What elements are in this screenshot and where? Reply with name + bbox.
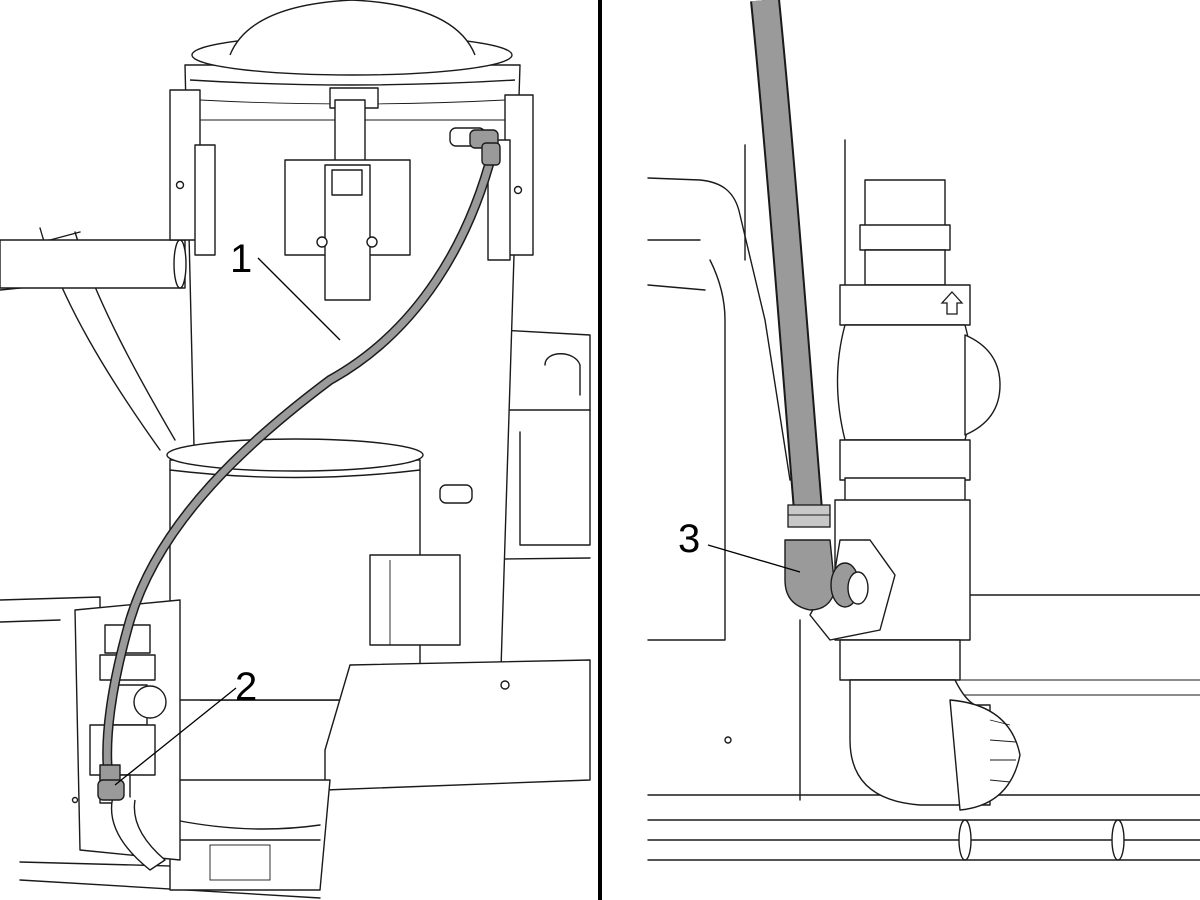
callout-2-label: 2 — [235, 665, 257, 709]
machine-frame-right — [647, 139, 1200, 861]
lower-canister — [166, 438, 461, 701]
fitting-stack — [809, 179, 1021, 811]
elbow-fitting-3 — [784, 504, 869, 611]
callout-2: 2 — [114, 665, 257, 786]
hose-right — [750, 0, 823, 512]
right-panel: 3 — [647, 0, 1200, 861]
rail-bar — [0, 239, 187, 289]
up-arrow-icon — [940, 291, 964, 315]
callout-1: 1 — [230, 237, 341, 341]
callout-1-label: 1 — [230, 237, 252, 281]
callout-3-label: 3 — [678, 517, 700, 561]
left-panel: 1 2 — [0, 0, 591, 899]
callout-3: 3 — [678, 517, 801, 573]
elbow-fitting-top — [469, 129, 501, 166]
hose-1 — [102, 145, 498, 777]
elbow-fitting-2 — [97, 764, 125, 801]
